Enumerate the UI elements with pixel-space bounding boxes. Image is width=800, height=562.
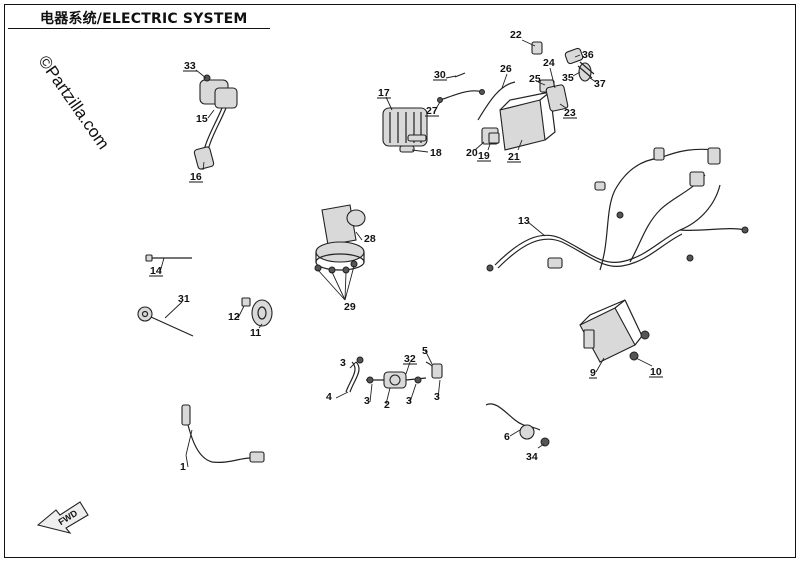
callout-5[interactable]: 5 bbox=[422, 345, 428, 357]
callout-11[interactable]: 11 bbox=[250, 327, 261, 339]
callout-30[interactable]: 30 bbox=[434, 69, 446, 81]
fuse-box-part[interactable] bbox=[481, 127, 500, 145]
forward-direction-arrow: FWD bbox=[36, 501, 89, 534]
callout-36[interactable]: 36 bbox=[582, 49, 594, 61]
callout-29[interactable]: 29 bbox=[344, 301, 356, 313]
callout-28[interactable]: 28 bbox=[364, 233, 376, 245]
callout-9[interactable]: 9 bbox=[590, 367, 596, 379]
callout-3-c[interactable]: 3 bbox=[406, 395, 412, 407]
callout-16[interactable]: 16 bbox=[190, 171, 202, 183]
callout-17[interactable]: 17 bbox=[378, 87, 390, 99]
sensor-bracket-part[interactable] bbox=[314, 204, 366, 274]
diagram-border bbox=[4, 4, 796, 558]
callout-27[interactable]: 27 bbox=[426, 105, 438, 117]
callout-23[interactable]: 23 bbox=[564, 107, 576, 119]
callout-25[interactable]: 25 bbox=[529, 73, 541, 85]
horn-part[interactable] bbox=[241, 297, 273, 327]
callout-2[interactable]: 2 bbox=[384, 399, 390, 411]
callout-labels: 33 15 16 17 18 27 30 26 20 19 21 22 25 2… bbox=[149, 29, 663, 473]
title-underline bbox=[8, 28, 270, 29]
callout-35[interactable]: 35 bbox=[562, 72, 574, 84]
leader-lines bbox=[159, 39, 653, 468]
callout-1[interactable]: 1 bbox=[180, 461, 186, 473]
page-title: 电器系统/ELECTRIC SYSTEM bbox=[40, 11, 248, 27]
regulator-rectifier-part[interactable] bbox=[382, 107, 428, 153]
callout-6[interactable]: 6 bbox=[504, 431, 510, 443]
wire-harness-small-part[interactable] bbox=[437, 72, 516, 121]
cable-tie-part[interactable] bbox=[145, 254, 192, 262]
callout-3-a[interactable]: 3 bbox=[340, 357, 346, 369]
callout-22[interactable]: 22 bbox=[510, 29, 522, 41]
battery-part[interactable] bbox=[499, 91, 556, 151]
callout-32[interactable]: 32 bbox=[404, 353, 416, 365]
ignition-coil-part[interactable] bbox=[193, 74, 238, 170]
oxygen-sensor-part[interactable] bbox=[181, 404, 265, 464]
callout-19[interactable]: 19 bbox=[478, 150, 490, 162]
callout-13[interactable]: 13 bbox=[518, 215, 530, 227]
callout-3-d[interactable]: 3 bbox=[434, 391, 440, 403]
callout-34[interactable]: 34 bbox=[526, 451, 538, 463]
callout-12[interactable]: 12 bbox=[228, 311, 240, 323]
main-wire-harness-part[interactable] bbox=[486, 147, 749, 272]
callout-15[interactable]: 15 bbox=[196, 113, 208, 125]
relay-part[interactable] bbox=[531, 41, 595, 112]
callout-26[interactable]: 26 bbox=[500, 63, 512, 75]
callout-21[interactable]: 21 bbox=[508, 151, 520, 163]
callout-18[interactable]: 18 bbox=[430, 147, 442, 159]
callout-20[interactable]: 20 bbox=[466, 147, 478, 159]
callout-3-b[interactable]: 3 bbox=[364, 395, 370, 407]
callout-14[interactable]: 14 bbox=[150, 265, 162, 277]
ecu-part[interactable] bbox=[579, 299, 650, 363]
callout-10[interactable]: 10 bbox=[650, 366, 662, 378]
callout-31[interactable]: 31 bbox=[178, 293, 190, 305]
callout-24[interactable]: 24 bbox=[543, 57, 555, 69]
callout-37[interactable]: 37 bbox=[594, 78, 606, 90]
callout-33[interactable]: 33 bbox=[184, 60, 196, 72]
fuel-pump-assembly-part[interactable] bbox=[345, 356, 443, 393]
ground-wire-part[interactable] bbox=[137, 306, 194, 337]
speed-sensor-part[interactable] bbox=[485, 403, 550, 447]
callout-4[interactable]: 4 bbox=[326, 391, 332, 403]
